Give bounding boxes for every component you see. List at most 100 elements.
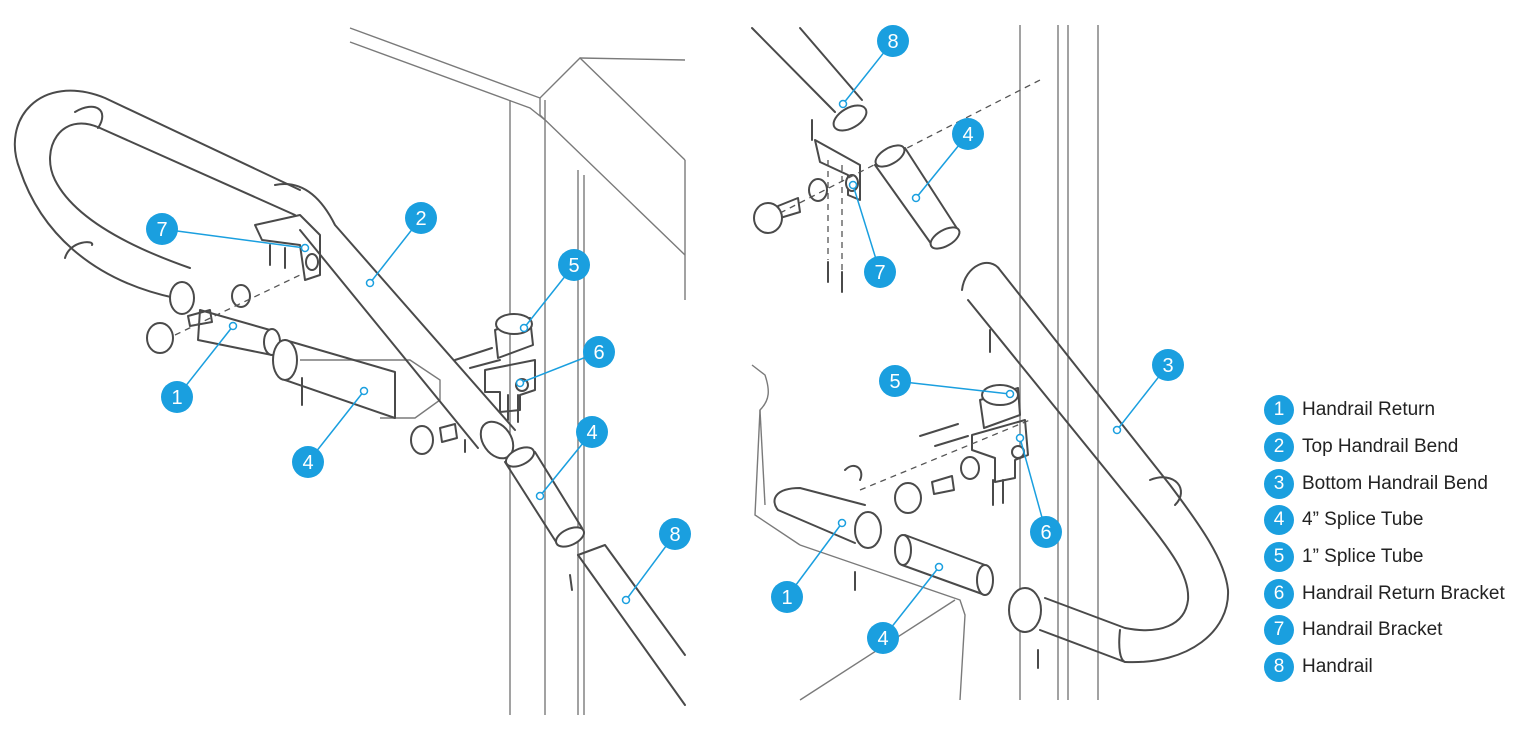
bottom-return-tube (773, 464, 882, 549)
top-post (509, 100, 585, 715)
top-washer (231, 284, 251, 308)
callout-badge (771, 581, 803, 613)
callout-leader (1019, 437, 1047, 533)
callout-number: 4 (302, 452, 313, 474)
callout-badge (1152, 349, 1184, 381)
callout-target-dot (535, 491, 545, 501)
top-handrail-bend (274, 183, 516, 460)
legend-item: 3 Bottom Handrail Bend (1264, 465, 1526, 502)
callout-target-dot (911, 193, 921, 203)
legend-item: 8 Handrail (1264, 649, 1526, 686)
bottom-splice-tube-upper (874, 144, 961, 250)
callout-badge (877, 25, 909, 57)
callout-badge (952, 118, 984, 150)
bottom-handrail-bend (961, 261, 1230, 664)
callout-number: 6 (593, 342, 604, 364)
callout-badge (864, 256, 896, 288)
top-bolt (187, 309, 213, 327)
callout-target-dot (519, 323, 529, 333)
legend-label: Handrail Return Bracket (1302, 582, 1505, 604)
bottom-handrail (751, 27, 868, 132)
bottom-end-cap-2 (894, 482, 922, 514)
bottom-post (1019, 25, 1099, 700)
top-splice-tube-lower (504, 446, 586, 548)
callout-number: 5 (568, 255, 579, 277)
callout-badge (161, 381, 193, 413)
legend: 1 Handrail Return 2 Top Handrail Bend 3 … (1264, 392, 1526, 686)
legend-number: 7 (1264, 615, 1294, 646)
top-end-cap (146, 322, 174, 354)
callout-number: 2 (415, 208, 426, 230)
callout-badge (867, 622, 899, 654)
top-handrail (577, 544, 686, 706)
bottom-splice-tube-lower (894, 534, 994, 596)
callout-target-dot (1015, 433, 1025, 443)
callout-badge (583, 336, 615, 368)
legend-item: 5 1” Splice Tube (1264, 539, 1526, 576)
top-screws (301, 347, 573, 591)
legend-label: Top Handrail Bend (1302, 436, 1459, 458)
top-one-inch-splice (494, 313, 534, 359)
callout-badge (879, 365, 911, 397)
top-end-cap-2 (410, 425, 434, 455)
callout-number: 1 (781, 587, 792, 609)
top-assembly-drawing (14, 27, 686, 715)
bottom-handrail-bracket (814, 139, 861, 270)
callout-badge (1030, 516, 1062, 548)
legend-item: 6 Handrail Return Bracket (1264, 575, 1526, 612)
callout-target-dot (515, 378, 525, 388)
legend-number: 5 (1264, 542, 1294, 573)
legend-item: 4 4” Splice Tube (1264, 502, 1526, 539)
callout-target-dot (934, 562, 944, 572)
bottom-end-cap (753, 202, 783, 234)
callout-number: 7 (874, 262, 885, 284)
callout-target-dot (1005, 389, 1015, 399)
callout-target-dot (228, 321, 238, 331)
bottom-bolt-2 (931, 475, 955, 495)
legend-label: Handrail Return (1302, 399, 1436, 421)
callout-number: 8 (669, 524, 680, 546)
callout-badge (405, 202, 437, 234)
legend-label: 1” Splice Tube (1302, 546, 1424, 568)
callout-target-dot (838, 99, 848, 109)
legend-label: Handrail Bracket (1302, 619, 1443, 641)
handrail-return-loop (14, 89, 301, 315)
callout-leader (161, 228, 306, 249)
callout-number: 4 (962, 124, 973, 146)
callout-number: 4 (877, 628, 888, 650)
callout-badge (292, 446, 324, 478)
top-nut (439, 423, 458, 443)
callout-number: 3 (1162, 355, 1173, 377)
legend-label: 4” Splice Tube (1302, 509, 1424, 531)
callout-badge (558, 249, 590, 281)
callout-number: 5 (889, 371, 900, 393)
legend-number: 1 (1264, 395, 1294, 426)
callout-badge (146, 213, 178, 245)
callout-leader (894, 380, 1011, 395)
callout-target-dot (365, 278, 375, 288)
legend-label: Bottom Handrail Bend (1302, 472, 1488, 494)
legend-label: Handrail (1302, 656, 1373, 678)
top-stringer (349, 27, 686, 300)
bottom-screws (811, 119, 1039, 669)
bottom-assembly-drawing (751, 25, 1230, 701)
legend-number: 8 (1264, 652, 1294, 683)
legend-item: 1 Handrail Return (1264, 392, 1526, 429)
legend-number: 6 (1264, 578, 1294, 609)
callout-number: 7 (156, 219, 167, 241)
legend-item: 2 Top Handrail Bend (1264, 429, 1526, 466)
callout-target-dot (300, 243, 310, 253)
callout-number: 1 (171, 387, 182, 409)
bottom-washer-2 (960, 456, 980, 480)
top-step-block (300, 359, 441, 419)
top-handrail-bracket (254, 214, 321, 281)
callout-number: 8 (887, 31, 898, 53)
legend-number: 2 (1264, 432, 1294, 463)
callout-target-dot (359, 386, 369, 396)
legend-number: 3 (1264, 468, 1294, 499)
callout-badge (576, 416, 608, 448)
callout-target-dot (848, 180, 858, 190)
top-return-tube (272, 339, 396, 419)
